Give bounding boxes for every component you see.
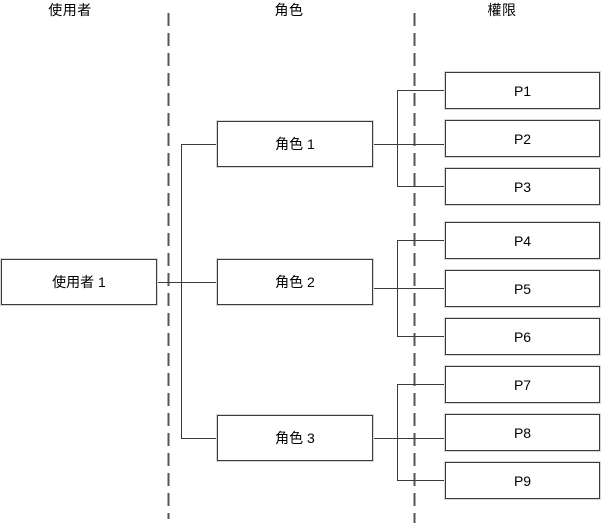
permission-node-p4: P4 — [445, 222, 600, 259]
column-header-roles: 角色 — [274, 2, 304, 18]
role-node-1: 角色 1 — [217, 121, 373, 167]
user-to-roles-connectors — [157, 144, 217, 439]
permission-node-p9: P9 — [445, 462, 600, 499]
permission-node-p1: P1 — [445, 72, 600, 109]
role-node-2: 角色 2 — [217, 259, 373, 305]
permission-node-p6: P6 — [445, 318, 600, 355]
permission-node-p5: P5 — [445, 270, 600, 307]
permission-node-p2: P2 — [445, 120, 600, 157]
column-header-permissions: 權限 — [487, 2, 517, 18]
role-node-3: 角色 3 — [217, 415, 373, 461]
role3-permission-connectors — [373, 384, 445, 481]
role1-permission-connectors — [373, 90, 445, 187]
user-node: 使用者 1 — [1, 259, 157, 305]
role2-permission-connectors — [373, 240, 445, 337]
permission-node-p3: P3 — [445, 168, 600, 205]
column-header-users: 使用者 — [48, 2, 92, 18]
permission-node-p8: P8 — [445, 414, 600, 451]
permission-node-p7: P7 — [445, 366, 600, 403]
